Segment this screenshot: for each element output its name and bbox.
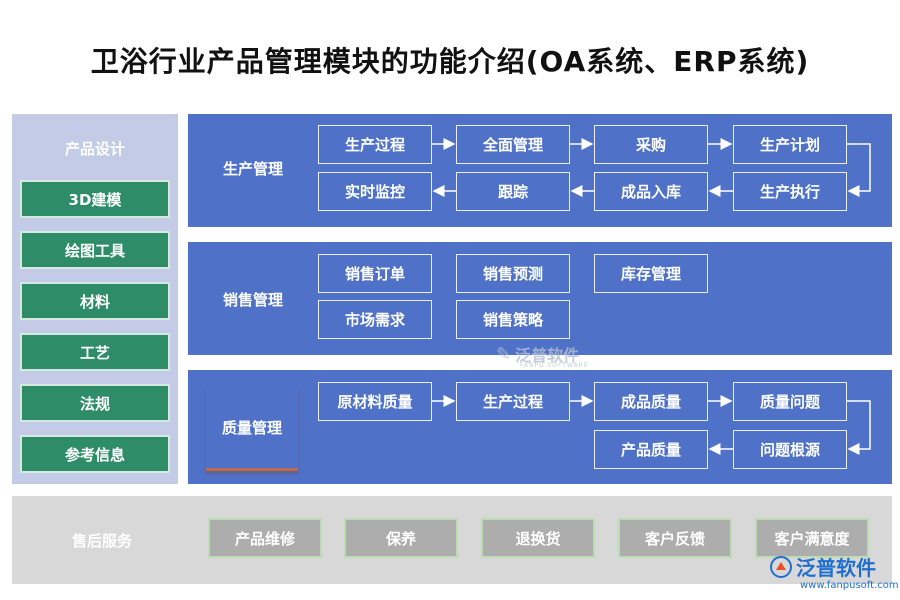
after-sales-panel: 售后服务 产品维修 保养 退换货 客户反馈 客户满意度 — [12, 496, 892, 584]
production-step-tracking[interactable]: 跟踪 — [456, 172, 570, 211]
production-flow-arrows — [432, 138, 871, 197]
sales-item-inventory[interactable]: 库存管理 — [594, 254, 708, 293]
production-label: 生产管理 — [222, 160, 283, 178]
production-module: 生产管理 生产过程 全面管理 采购 生产计划 实时监控 跟踪 成品入库 生产执行 — [188, 114, 892, 227]
sales-item-market-demand[interactable]: 市场需求 — [318, 300, 432, 339]
sales-item-orders[interactable]: 销售订单 — [318, 254, 432, 293]
after-sales-item-feedback[interactable]: 客户反馈 — [618, 518, 732, 558]
sales-item-strategy[interactable]: 销售策略 — [456, 300, 570, 339]
quality-label: 质量管理 — [206, 386, 298, 471]
quality-flow-arrows — [432, 395, 871, 455]
production-step-plan[interactable]: 生产计划 — [733, 125, 847, 164]
watermark: ✎ 泛普软件 — [496, 342, 579, 366]
after-sales-item-maintenance[interactable]: 保养 — [344, 518, 458, 558]
design-item-process[interactable]: 工艺 — [20, 333, 170, 371]
design-item-drawing-tools[interactable]: 绘图工具 — [20, 231, 170, 269]
production-step-process[interactable]: 生产过程 — [318, 125, 432, 164]
design-item-3d-modeling[interactable]: 3D建模 — [20, 180, 170, 218]
sales-item-forecast[interactable]: 销售预测 — [456, 254, 570, 293]
quality-step-root-cause[interactable]: 问题根源 — [733, 430, 847, 469]
after-sales-item-repair[interactable]: 产品维修 — [208, 518, 322, 558]
design-item-reference-info[interactable]: 参考信息 — [20, 435, 170, 473]
after-sales-label: 售后服务 — [71, 532, 132, 550]
brand-logo-icon — [770, 555, 792, 578]
page-title: 卫浴行业产品管理模块的功能介绍(OA系统、ERP系统) — [90, 45, 810, 78]
production-step-overall-mgmt[interactable]: 全面管理 — [456, 125, 570, 164]
quality-step-issues[interactable]: 质量问题 — [733, 382, 847, 421]
production-step-warehousing[interactable]: 成品入库 — [594, 172, 708, 211]
product-design-panel: 产品设计 3D建模 绘图工具 材料 工艺 法规 参考信息 — [12, 114, 178, 484]
quality-step-product-quality[interactable]: 产品质量 — [594, 430, 708, 469]
production-step-monitoring[interactable]: 实时监控 — [318, 172, 432, 211]
design-item-materials[interactable]: 材料 — [20, 282, 170, 320]
production-step-procurement[interactable]: 采购 — [594, 125, 708, 164]
design-item-regulations[interactable]: 法规 — [20, 384, 170, 422]
sales-module: 销售管理 销售订单 销售预测 库存管理 市场需求 销售策略 — [188, 242, 892, 355]
production-step-execution[interactable]: 生产执行 — [733, 172, 847, 211]
sales-label: 销售管理 — [222, 291, 283, 309]
quality-step-process[interactable]: 生产过程 — [456, 382, 570, 421]
brand-url: www.fanpusoft.com — [800, 580, 899, 591]
after-sales-item-satisfaction[interactable]: 客户满意度 — [755, 518, 869, 558]
watermark-subtext: FANPU SOFTWARE — [520, 362, 589, 369]
after-sales-item-returns[interactable]: 退换货 — [481, 518, 595, 558]
product-design-heading: 产品设计 — [64, 140, 125, 158]
quality-step-raw-material[interactable]: 原材料质量 — [318, 382, 432, 421]
watermark-logo-icon: ✎ — [496, 343, 512, 365]
quality-module: 质量管理 原材料质量 生产过程 成品质量 质量问题 产品质量 问题根源 — [188, 370, 892, 484]
brand-logo-text: 泛普软件 — [796, 556, 876, 580]
brand-logo: 泛普软件 — [770, 552, 876, 581]
watermark-text: 泛普软件 — [515, 346, 580, 365]
quality-step-finished-goods[interactable]: 成品质量 — [594, 382, 708, 421]
